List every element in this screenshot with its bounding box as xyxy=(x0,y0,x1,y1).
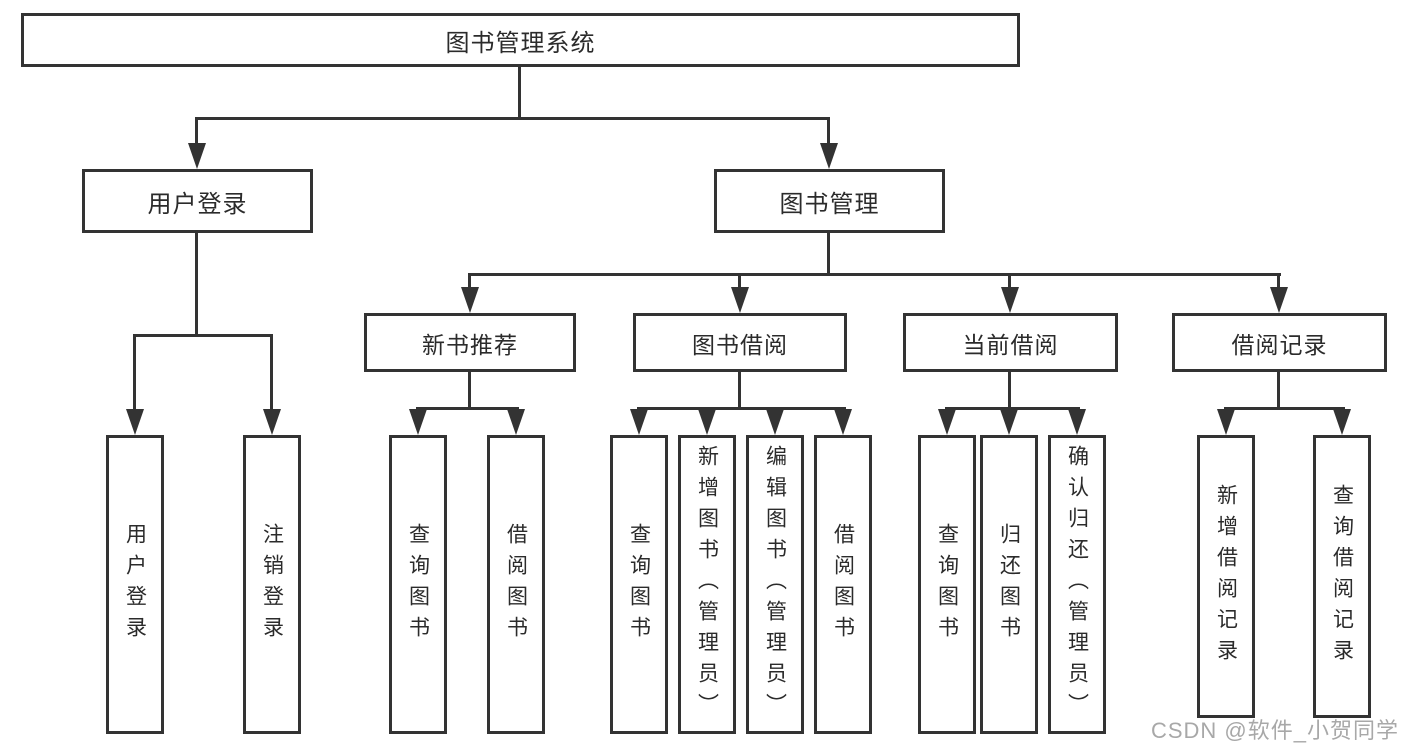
connector-userlogin-drop2 xyxy=(270,334,273,410)
connector-bookmgmt-branch xyxy=(468,273,1281,276)
connector-newbook-branch xyxy=(416,407,519,410)
connector-bookborrow-branch xyxy=(637,407,846,410)
leaf-logout: 注销登录 xyxy=(243,435,301,734)
leaf-current-query-book: 查询图书 xyxy=(918,435,976,734)
arrow-down-icon xyxy=(126,409,144,435)
connector-bookmgmt-drop1 xyxy=(468,273,471,289)
arrow-down-icon xyxy=(1068,409,1086,435)
node-borrow-records: 借阅记录 xyxy=(1172,313,1387,372)
connector-root-branch xyxy=(195,117,830,120)
arrow-down-icon xyxy=(1217,409,1235,435)
connector-newbook-stub xyxy=(468,372,471,407)
node-root: 图书管理系统 xyxy=(21,13,1020,67)
leaf-add-book-admin: 新增图书（管理员） xyxy=(678,435,736,734)
arrow-down-icon xyxy=(1000,409,1018,435)
arrow-down-icon xyxy=(834,409,852,435)
leaf-confirm-return-admin: 确认归还（管理员） xyxy=(1048,435,1106,734)
leaf-add-borrow-record: 新增借阅记录 xyxy=(1197,435,1255,718)
leaf-newrec-borrow-book: 借阅图书 xyxy=(487,435,545,734)
leaf-return-book: 归还图书 xyxy=(980,435,1038,734)
connector-bookmgmt-drop4 xyxy=(1277,273,1280,289)
connector-userlogin-stub xyxy=(195,232,198,334)
arrow-down-icon xyxy=(1001,287,1019,313)
connector-records-branch xyxy=(1224,407,1345,410)
arrow-down-icon xyxy=(766,409,784,435)
arrow-down-icon xyxy=(409,409,427,435)
node-current-borrow: 当前借阅 xyxy=(903,313,1118,372)
connector-records-stub xyxy=(1277,372,1280,407)
node-user-login: 用户登录 xyxy=(82,169,313,233)
connector-bookmgmt-stub xyxy=(827,233,830,273)
arrow-down-icon xyxy=(698,409,716,435)
arrow-down-icon xyxy=(263,409,281,435)
connector-userlogin-drop1 xyxy=(133,334,136,410)
arrow-down-icon xyxy=(1333,409,1351,435)
leaf-edit-book-admin: 编辑图书（管理员） xyxy=(746,435,804,734)
arrow-down-icon xyxy=(461,287,479,313)
arrow-down-icon xyxy=(1270,287,1288,313)
arrow-down-icon xyxy=(507,409,525,435)
connector-root-stub xyxy=(518,67,521,117)
node-book-management: 图书管理 xyxy=(714,169,945,233)
connector-root-drop-left xyxy=(195,117,198,145)
node-new-book-recommend: 新书推荐 xyxy=(364,313,576,372)
connector-bookmgmt-drop2 xyxy=(738,273,741,289)
connector-root-drop-right xyxy=(827,117,830,145)
leaf-newrec-query-book: 查询图书 xyxy=(389,435,447,734)
leaf-borrow-query-book: 查询图书 xyxy=(610,435,668,734)
connector-bookmgmt-drop3 xyxy=(1008,273,1011,289)
connector-userlogin-branch xyxy=(133,334,273,337)
arrow-down-icon xyxy=(731,287,749,313)
connector-currentborrow-stub xyxy=(1008,372,1011,407)
arrow-down-icon xyxy=(630,409,648,435)
leaf-borrow-book: 借阅图书 xyxy=(814,435,872,734)
node-book-borrow: 图书借阅 xyxy=(633,313,847,372)
arrow-down-icon xyxy=(188,143,206,169)
connector-currentborrow-branch xyxy=(945,407,1080,410)
connector-bookborrow-stub xyxy=(738,372,741,407)
csdn-watermark: CSDN @软件_小贺同学 xyxy=(1150,718,1399,743)
leaf-query-borrow-record: 查询借阅记录 xyxy=(1313,435,1371,718)
arrow-down-icon xyxy=(938,409,956,435)
arrow-down-icon xyxy=(820,143,838,169)
leaf-user-login: 用户登录 xyxy=(106,435,164,734)
